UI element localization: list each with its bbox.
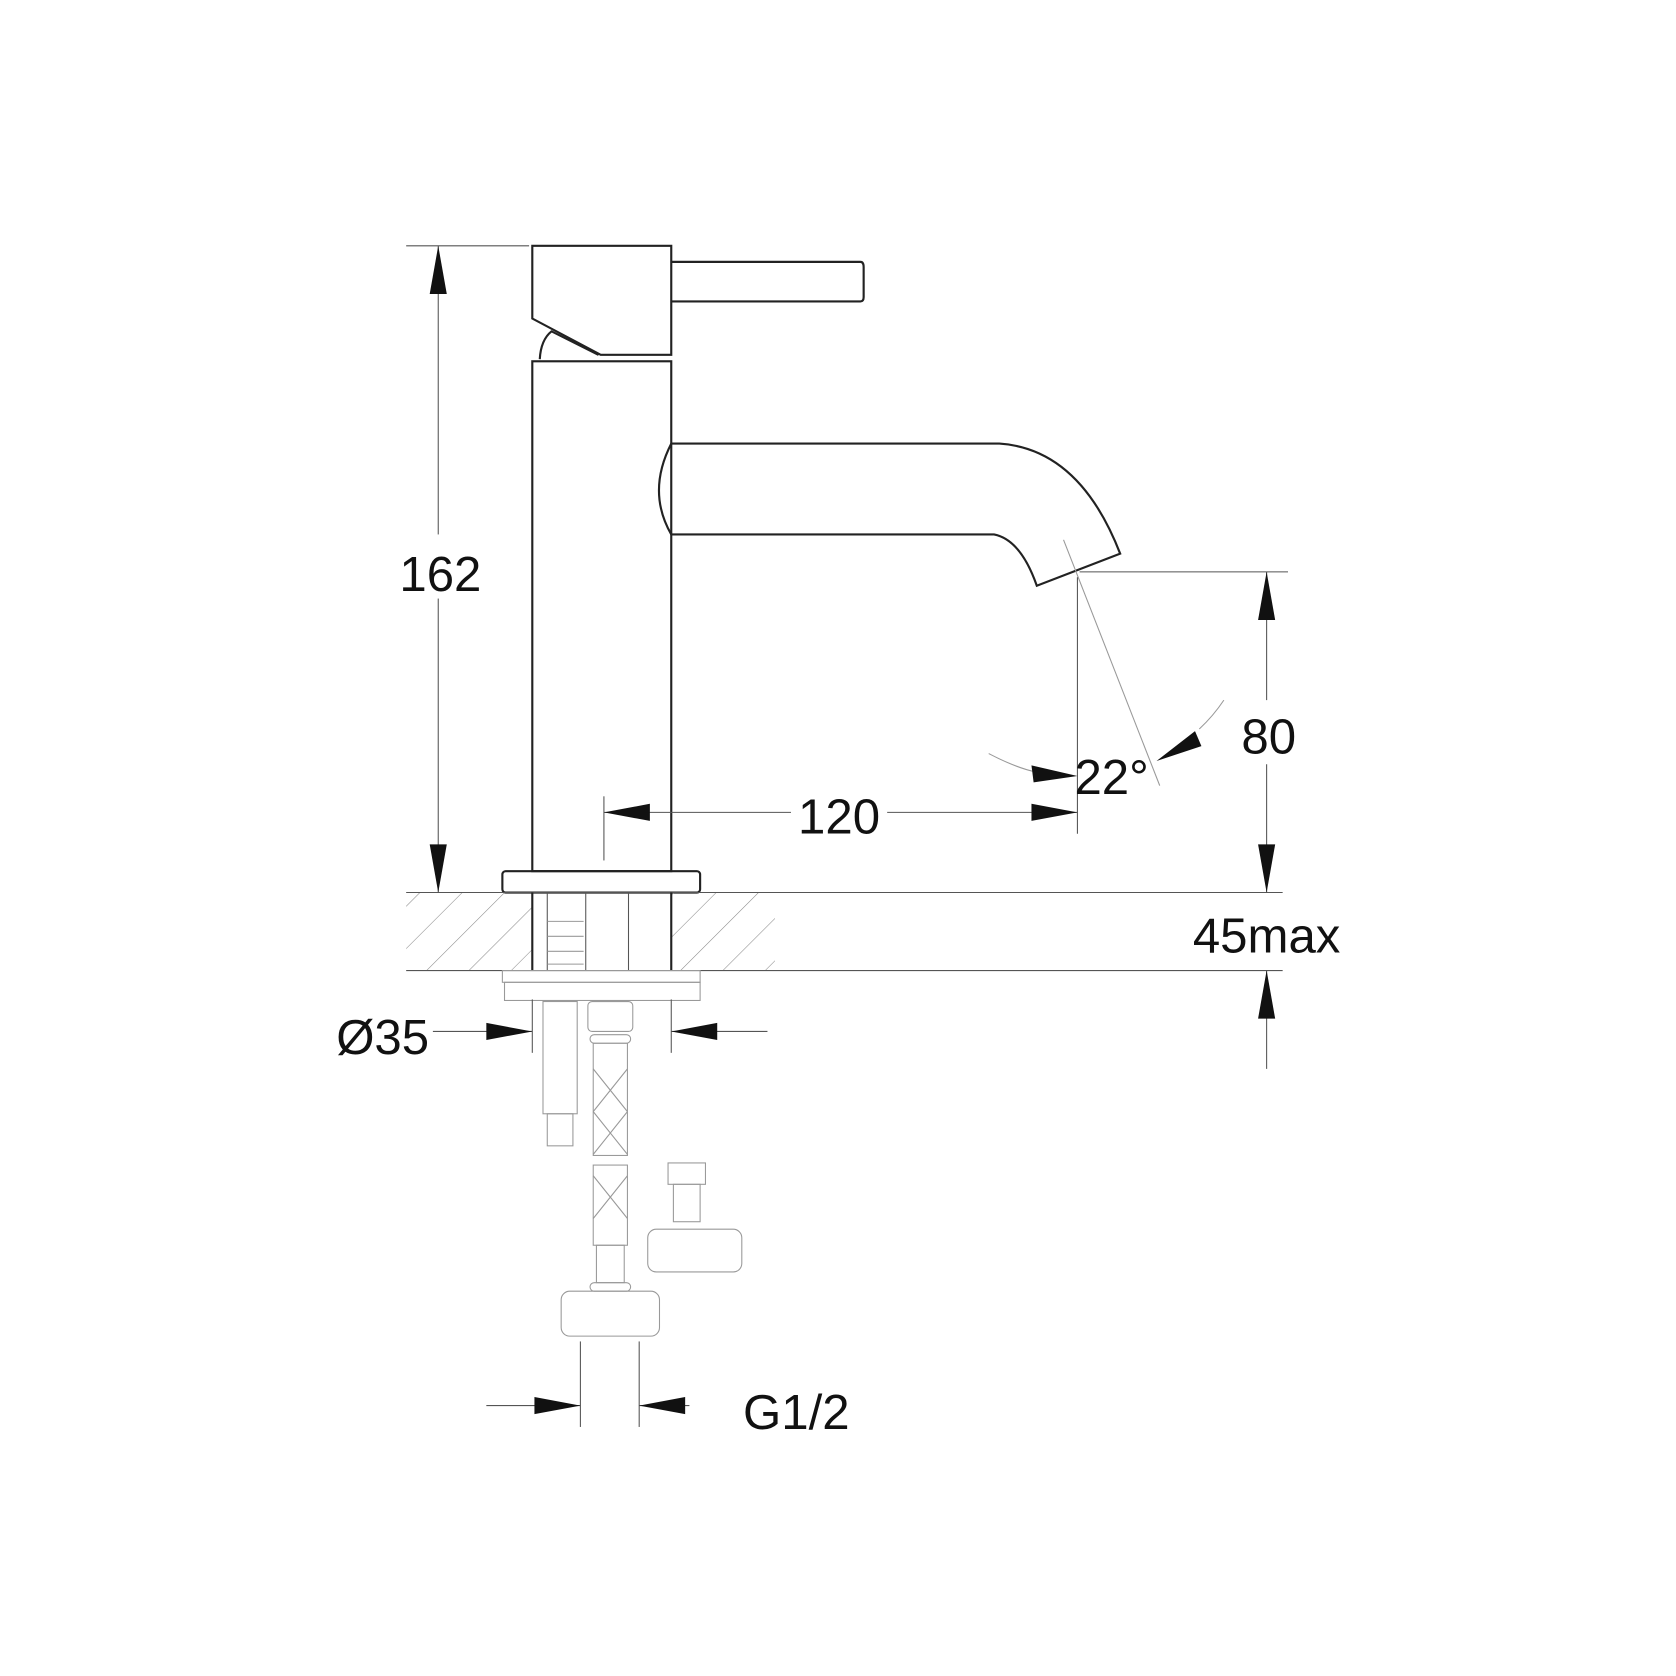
dimension-reach: 120 — [603, 577, 1078, 861]
dimension-label-angle: 22° — [1074, 750, 1148, 805]
dimension-label-spout-height: 80 — [1241, 710, 1296, 765]
dimension-angle: 22° — [988, 699, 1225, 805]
dimension-label-thread: G1/2 — [743, 1385, 850, 1440]
dimension-counter-thickness: 45max — [1193, 908, 1341, 1069]
faucet-handle — [531, 244, 865, 360]
base-flange — [501, 870, 702, 894]
faucet-spout — [657, 442, 1122, 588]
dimension-label-diameter: Ø35 — [336, 1010, 429, 1065]
faucet-body — [531, 360, 673, 873]
dimension-label-reach: 120 — [798, 790, 880, 845]
dimension-spout-height: 80 — [1079, 571, 1299, 893]
dimension-thread: G1/2 — [486, 1341, 850, 1440]
mounting-kit — [501, 970, 743, 1337]
dimension-height: 162 — [397, 245, 530, 893]
dimension-diameter: Ø35 — [336, 999, 768, 1065]
dimension-label-height: 162 — [399, 547, 481, 602]
dimension-label-counter-thickness: 45max — [1193, 908, 1341, 963]
countertop-section — [406, 891, 1283, 972]
